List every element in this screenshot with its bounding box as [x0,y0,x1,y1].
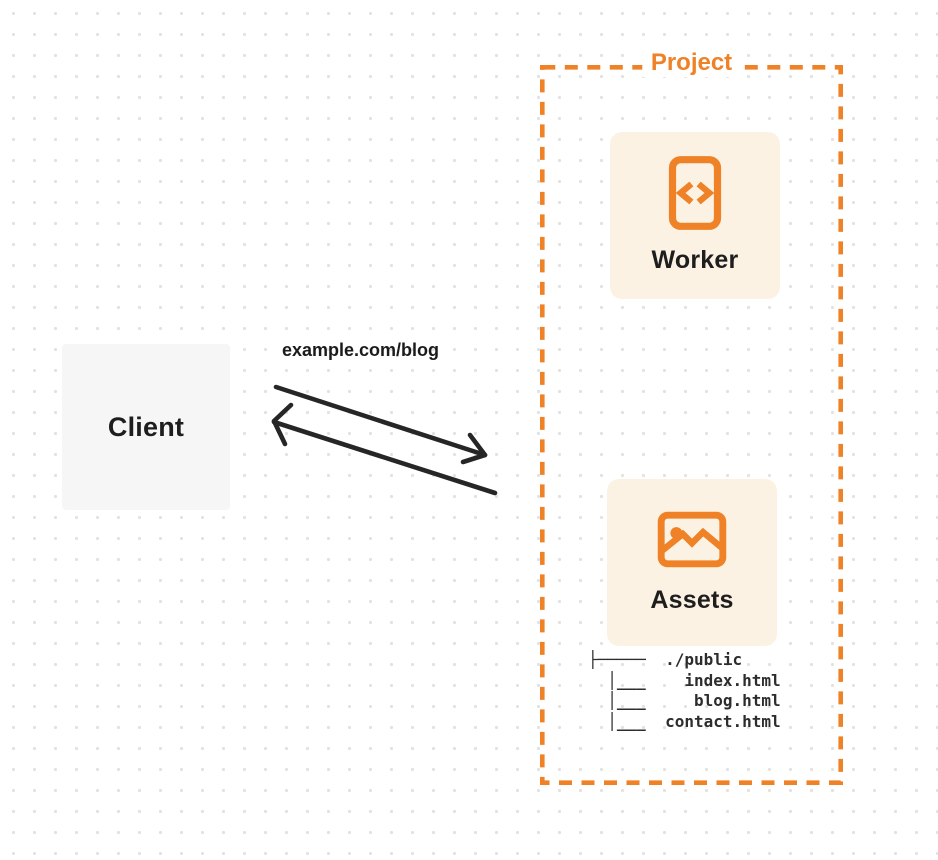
request-arrow-shaft [273,384,488,458]
response-arrow-head [271,402,294,447]
project-title: Project [641,49,742,77]
request-url-label: example.com/blog [282,340,440,360]
file-tree: ├───── ./public │___ index.html │___ blo… [588,650,781,732]
response-arrow-shaft [271,419,498,496]
file-tree-root: ├───── ./public [588,650,743,669]
image-icon [657,511,727,568]
client-node: Client [62,344,230,510]
file-tree-item: │___ contact.html [588,711,781,731]
request-arrow-head [460,432,488,465]
worker-label: Worker [651,246,739,274]
file-tree-item: │___ blog.html [588,691,781,710]
project-dashed-border [540,65,843,785]
worker-node: Worker [610,132,780,299]
assets-node: Assets [607,479,777,646]
assets-label: Assets [650,586,734,614]
client-label: Client [107,411,185,442]
code-icon [668,156,722,230]
file-tree-item: │___ index.html [588,670,781,690]
project-container: Project Worker Assets [540,49,843,785]
